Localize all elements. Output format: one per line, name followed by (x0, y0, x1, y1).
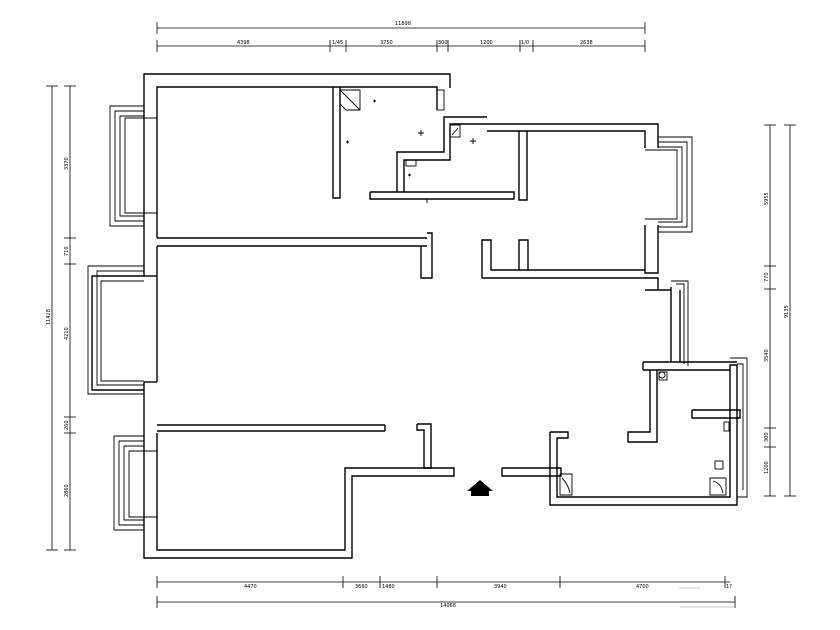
entrance-arrow-icon (467, 480, 493, 496)
left-dimension-chain: 11428 3370 710 4210 260 2860 (46, 85, 76, 551)
left-seg-2: 710 (64, 246, 70, 256)
window-living-west (87, 265, 144, 395)
bottom-seg-1: 4470 (244, 584, 257, 590)
top-seg-4: 300 (438, 40, 448, 46)
bottom-seg-2: 3660 (355, 584, 368, 590)
shower-fixture (339, 89, 361, 111)
top-seg-1: 4398 (237, 40, 250, 46)
left-seg-4: 260 (64, 420, 70, 430)
left-seg-1: 3370 (64, 157, 70, 170)
balcony-fixture-right (709, 477, 727, 496)
right-seg-4: 300 (764, 432, 770, 442)
right-dimension-chain: 5955 770 3540 300 1200 9135 (764, 124, 796, 497)
bottom-seg-4: 3940 (494, 584, 507, 590)
exterior-walls (91, 73, 741, 559)
windows (87, 105, 748, 531)
top-seg-6: 1/0 (521, 40, 529, 46)
bottom-total-label: 14068 (440, 603, 456, 609)
left-seg-3: 4210 (64, 327, 70, 340)
left-seg-5: 2860 (64, 484, 70, 497)
window-balcony (730, 357, 748, 498)
top-seg-7: 2638 (580, 40, 593, 46)
bottom-seg-3: 1480 (382, 584, 395, 590)
bottom-dimension-chain: 4470 3660 1480 3940 4700 1? 14068 (156, 576, 736, 609)
balcony-wall (549, 364, 738, 506)
window-nw (109, 105, 157, 227)
bedroom-sw-wall (143, 382, 455, 559)
window-sw (113, 435, 157, 531)
right-seg-3: 3540 (764, 349, 770, 362)
bedroom-ne-wall (487, 123, 659, 148)
balcony-fixture-left (559, 473, 573, 496)
top-total-label: 11898 (395, 21, 411, 27)
bedroom-nw-outer-wall (143, 73, 451, 240)
window-east (671, 280, 689, 366)
top-seg-3: 3750 (380, 40, 393, 46)
fixtures (339, 89, 730, 496)
left-total-label: 11428 (46, 309, 52, 325)
right-seg-1: 5955 (764, 192, 770, 205)
top-seg-2: 1/45 (332, 40, 343, 46)
right-total-label: 9135 (784, 305, 790, 318)
right-seg-5: 1200 (764, 461, 770, 474)
bedroom-nw-wall (156, 86, 438, 238)
top-dimension-chain: 11898 4398 1/45 3750 300 1200 1/0 2638 (156, 21, 646, 52)
top-seg-5: 1200 (480, 40, 493, 46)
right-seg-2: 770 (764, 272, 770, 282)
bottom-seg-6: 1? (726, 584, 732, 590)
window-ne (645, 136, 693, 233)
cross-markers (346, 99, 476, 177)
bottom-seg-5: 4700 (636, 584, 649, 590)
